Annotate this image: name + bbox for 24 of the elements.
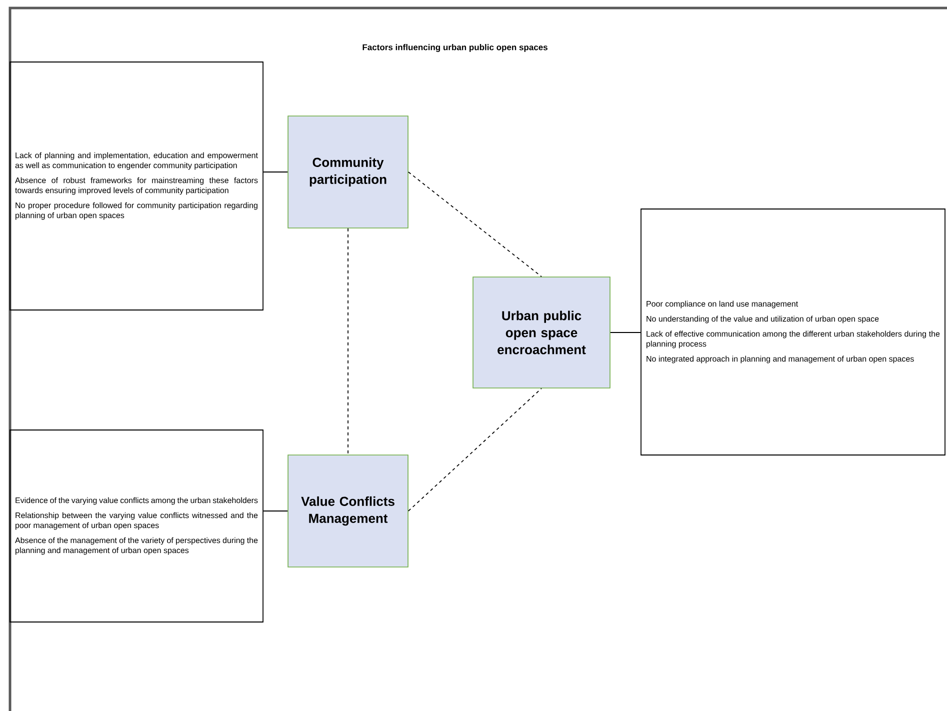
box-label: Community participation xyxy=(310,157,386,187)
factor-box xyxy=(472,276,610,388)
text-box xyxy=(640,208,946,456)
factor-box xyxy=(288,454,408,568)
note-text: Relationship between the varying value conflicts witnessed and the poor management of urban open spaces xyxy=(16,512,258,530)
note-text: Poor compliance on land use management xyxy=(646,300,798,308)
note-text: Lack of planning and implementation, education and empowerment as well as communication to engender community participation xyxy=(15,152,258,170)
box-label: Value Conflicts Management xyxy=(301,496,394,526)
note-text: Absence of robust frameworks for mainstreaming these factors towards ensuring improved levels of community participation xyxy=(15,177,258,195)
note-text: Absence of the management of the variety of perspectives during the planning and management of urban open spaces xyxy=(15,537,258,555)
connector-line xyxy=(610,332,641,333)
connector-line xyxy=(263,510,288,512)
box-label: Urban public open space encroachment xyxy=(498,310,586,354)
note-text: No integrated approach in planning and management of urban open spaces xyxy=(646,356,914,364)
note-text: No understanding of the value and utilization of urban open space xyxy=(646,316,879,324)
note-text: Lack of effective communication among the different urban stakeholders during the planning process xyxy=(646,330,940,348)
dashed-connector xyxy=(408,172,542,278)
title: Factors influencing urban public open spaces xyxy=(362,44,548,52)
text-box xyxy=(10,62,264,310)
factor-box xyxy=(288,116,408,228)
dashed-connector xyxy=(408,388,542,512)
text-box xyxy=(10,430,264,622)
note-text: No proper procedure followed for community participation regarding planning of urban open spaces xyxy=(16,202,258,220)
note-text: Evidence of the varying value conflicts among the urban stakeholders xyxy=(16,497,258,505)
